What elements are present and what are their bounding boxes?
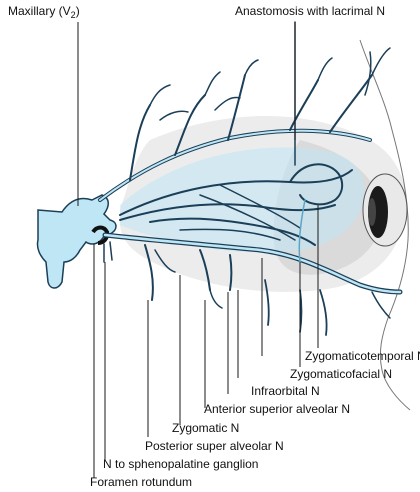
label-infraorbital: Infraorbital N bbox=[251, 384, 320, 398]
maxillary-trunk bbox=[36, 194, 117, 289]
label-zygomaticotemporal: Zygomaticotemporal N bbox=[305, 349, 420, 363]
label-anterior-superior-alveolar: Anterior superior alveolar N bbox=[204, 402, 350, 416]
orbital-nerve-field bbox=[120, 147, 365, 253]
leader-lines bbox=[77, 22, 319, 478]
label-lacrimal: Anastomosis with lacrimal N bbox=[235, 4, 385, 18]
label-foramen-rotundum: Foramen rotundum bbox=[90, 475, 192, 489]
label-posterior-superior-alveolar: Posterior super alveolar N bbox=[145, 439, 284, 453]
labels: Maxillary (V2) Anastomosis with lacrimal… bbox=[8, 4, 420, 489]
label-zygomaticofacial: Zygomaticofacial N bbox=[290, 367, 392, 381]
eyeball bbox=[362, 173, 408, 247]
label-maxillary: Maxillary (V2) bbox=[8, 4, 80, 20]
foramen-rotundum-ring bbox=[91, 225, 110, 245]
label-zygomatic: Zygomatic N bbox=[172, 421, 239, 435]
label-sphenopalatine: N to sphenopalatine ganglion bbox=[103, 457, 258, 471]
nerve-branches bbox=[98, 21, 403, 336]
